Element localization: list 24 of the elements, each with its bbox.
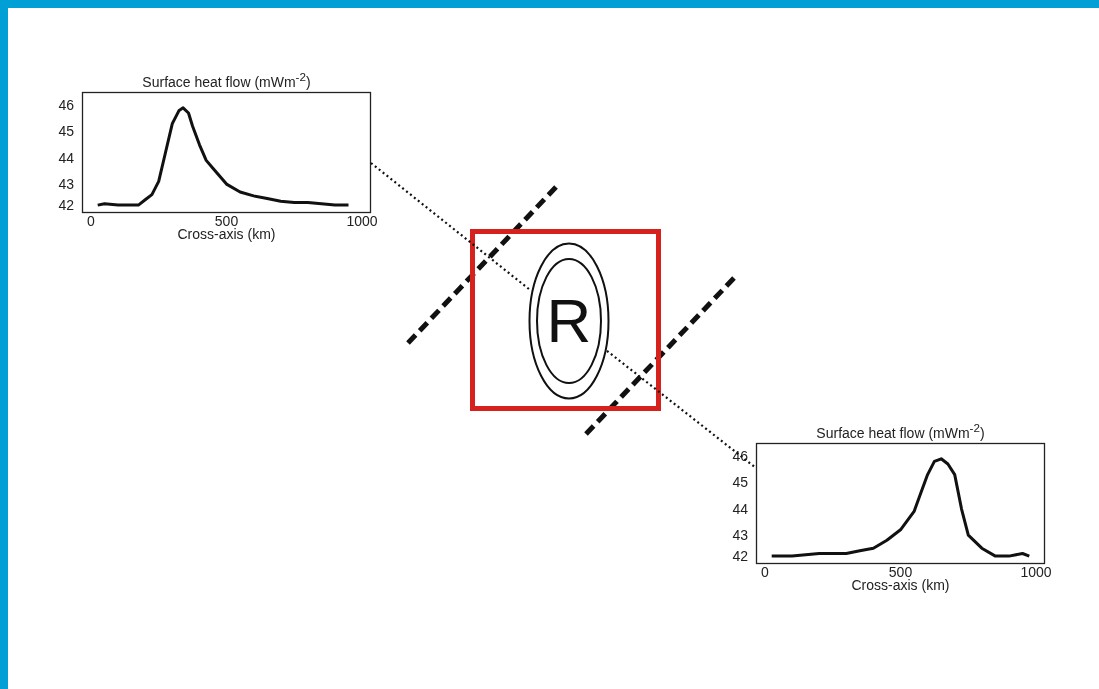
chart-title: Surface heat flow (mWm$^{-2}$) [815,421,986,441]
y-tick-label: 43 [732,528,748,543]
y-tick-label: 42 [58,198,74,213]
axis-title: Cross-axis (km) [176,227,277,241]
y-tick-label: 43 [58,177,74,192]
x-tick-label: 0 [87,214,95,228]
region-label: R [546,290,592,352]
x-tick-label: 500 [888,565,913,579]
double-ellipse [528,242,610,400]
y-tick-label: 42 [732,549,748,564]
dotted-line [606,349,757,469]
y-tick-label: 45 [732,475,748,490]
study-area-box [470,229,661,411]
y-tick-label: 45 [58,124,74,139]
chart-title: Surface heat flow (mWm$^{-2}$) [141,70,312,90]
y-tick-label: 46 [58,98,74,113]
x-tick-label: 0 [761,565,769,579]
x-tick-label: 1000 [1020,565,1052,579]
x-tick-label: 500 [214,214,239,228]
dotted-line [370,162,532,292]
x-tick-label: 1000 [346,214,378,228]
y-tick-label: 44 [732,501,748,516]
axis-title: Cross-axis (km) [850,578,951,592]
y-tick-label: 44 [58,150,74,165]
